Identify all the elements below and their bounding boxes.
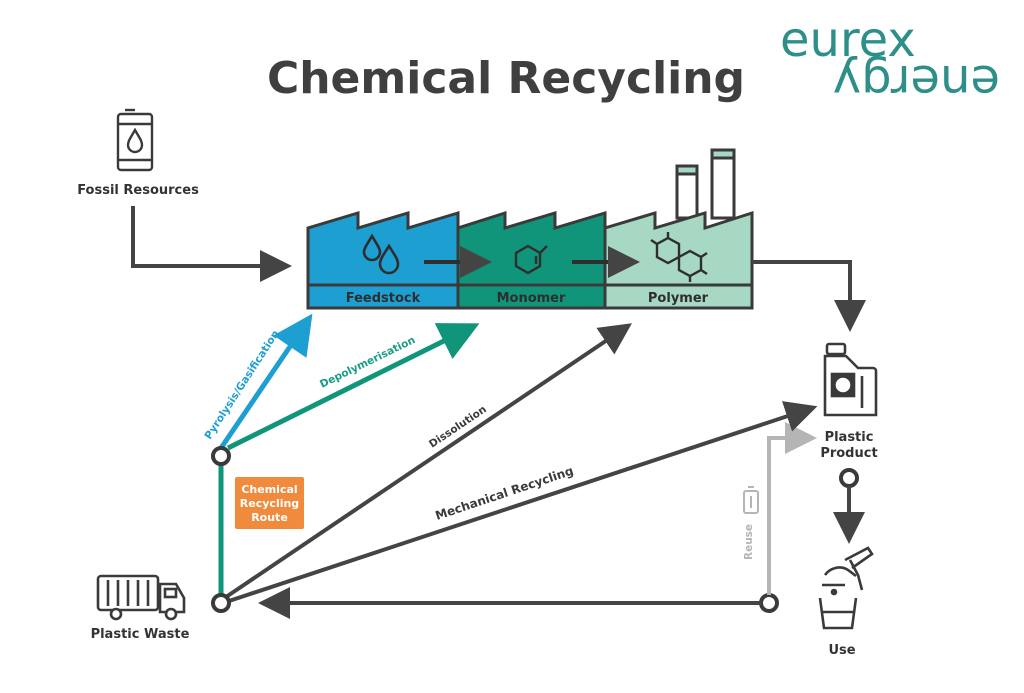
chemical-route-box-line2: Recycling — [240, 497, 299, 510]
monomer-molecule-icon — [514, 244, 548, 275]
garbage-truck-icon — [96, 574, 186, 621]
stage-label-monomer: Monomer — [497, 291, 566, 306]
plastic-waste-label: Plastic Waste — [91, 627, 190, 642]
use-node — [759, 593, 779, 613]
stage-label-feedstock: Feedstock — [346, 291, 421, 306]
chemical-route-box-bg — [235, 477, 304, 529]
dissolution-arrow — [224, 323, 632, 599]
logo-text-bottom: energy — [833, 54, 1000, 110]
oil-barrel-icon — [116, 108, 154, 172]
chemical-route-box-line1: Chemical — [241, 483, 297, 496]
plastic-waste-node — [211, 593, 231, 613]
reuse-label: Reuse — [743, 524, 755, 560]
fossil-resources-label: Fossil Resources — [77, 183, 199, 198]
stage-label-polymer: Polymer — [648, 291, 709, 306]
reuse-bottle-icon — [743, 486, 759, 514]
polymer-molecule-icon — [650, 232, 708, 282]
plastic-bottle-icon — [823, 342, 878, 417]
reuse-arrow — [767, 422, 817, 595]
page-title: Chemical Recycling — [267, 53, 745, 104]
droplets-icon — [362, 233, 400, 275]
chemical-route-box-line3: Route — [251, 511, 288, 524]
use-hand-icon — [818, 546, 874, 630]
factory: Feedstock Monomer Polymer — [306, 148, 754, 310]
chimney-left — [675, 170, 699, 220]
use-label: Use — [828, 643, 855, 658]
plastic-product-label-line1: Plastic — [825, 430, 874, 445]
eurex-energy-logo: eurex energy — [780, 12, 1000, 110]
chemical-route-node — [211, 446, 231, 466]
polymer-to-product-arrow — [752, 260, 866, 332]
mechanical-recycling-arrow — [228, 401, 818, 603]
product-node — [839, 468, 859, 488]
pyrolysis-gasification-arrow — [218, 313, 313, 450]
chimney-right — [710, 154, 736, 220]
logo-text-top: eurex — [780, 12, 916, 68]
plastic-product-label-line2: Product — [820, 446, 877, 461]
chemical-recycling-route-box: Chemical Recycling Route — [235, 477, 304, 529]
fossil-to-feedstock-arrow — [131, 206, 292, 282]
depolymerisation-arrow — [226, 323, 480, 451]
